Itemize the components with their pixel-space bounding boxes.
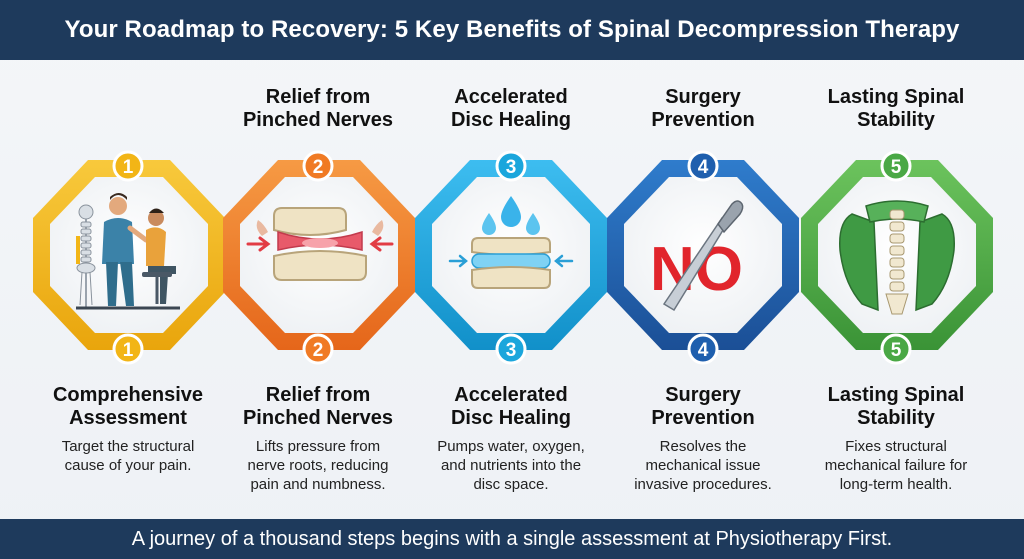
- step-number: 3: [506, 340, 517, 361]
- step-1-description: Target the structural cause of your pain…: [35, 437, 221, 475]
- desc-line: long-term health.: [839, 476, 953, 493]
- step-number: 5: [891, 157, 902, 178]
- desc-line: Resolves the: [659, 438, 747, 455]
- desc-line: Fixes structural: [845, 438, 947, 455]
- assessment-icon: [76, 193, 180, 310]
- step-5-bottom-badge: 5: [880, 333, 912, 365]
- step-3-description: Pumps water, oxygen, and nutrients into …: [418, 437, 604, 494]
- desc-line: and nutrients into the: [440, 457, 582, 474]
- title-line: Relief from: [265, 86, 371, 108]
- title-line: Stability: [857, 109, 935, 131]
- step-number: 4: [698, 157, 709, 178]
- step-3-title: Accelerated Disc Healing: [413, 384, 609, 430]
- step-4-top-badge: 4: [687, 150, 719, 182]
- title-line: Relief from: [265, 384, 371, 406]
- step-2-bottom-badge: 2: [302, 333, 334, 365]
- step-4-top-title: Surgery Prevention: [608, 86, 798, 132]
- step-2-description: Lifts pressure from nerve roots, reducin…: [225, 437, 411, 494]
- step-number: 1: [123, 157, 134, 178]
- step-1-octagon: [33, 160, 239, 350]
- title-line: Assessment: [69, 407, 187, 429]
- desc-line: nerve roots, reducing: [247, 457, 389, 474]
- step-4-bottom-badge: 4: [687, 333, 719, 365]
- title-line: Accelerated: [454, 86, 568, 108]
- title-line: Comprehensive: [52, 384, 204, 406]
- desc-line: disc space.: [473, 476, 549, 493]
- page-title: Your Roadmap to Recovery: 5 Key Benefits…: [64, 16, 960, 43]
- title-line: Surgery: [665, 384, 741, 406]
- step-3-top-title: Accelerated Disc Healing: [416, 86, 606, 132]
- title-line: Disc Healing: [450, 407, 572, 429]
- title-line: Lasting Spinal: [827, 86, 965, 108]
- step-number: 4: [698, 340, 709, 361]
- step-4-title: Surgery Prevention: [605, 384, 801, 430]
- step-2-title: Relief from Pinched Nerves: [220, 384, 416, 430]
- spine-muscles-icon: [839, 200, 955, 315]
- no-scalpel-icon: NO: [650, 200, 744, 312]
- desc-line: cause of your pain.: [64, 457, 192, 474]
- header-banner: Your Roadmap to Recovery: 5 Key Benefits…: [0, 0, 1024, 60]
- step-2-top-title: Relief from Pinched Nerves: [223, 86, 413, 132]
- title-line: Stability: [857, 407, 935, 429]
- step-1-title: Comprehensive Assessment: [30, 384, 226, 430]
- step-number: 1: [123, 340, 134, 361]
- desc-line: mechanical failure for: [824, 457, 968, 474]
- title-line: Prevention: [651, 407, 755, 429]
- step-3-top-badge: 3: [495, 150, 527, 182]
- title-line: Prevention: [651, 109, 755, 131]
- footer-tagline: A journey of a thousand steps begins wit…: [131, 527, 893, 550]
- title-line: Lasting Spinal: [827, 384, 965, 406]
- step-number: 2: [313, 340, 324, 361]
- step-5-top-title: Lasting Spinal Stability: [801, 86, 991, 132]
- step-3-bottom-badge: 3: [495, 333, 527, 365]
- desc-line: Lifts pressure from: [255, 438, 381, 455]
- desc-line: invasive procedures.: [634, 476, 772, 493]
- desc-line: pain and numbness.: [250, 476, 386, 493]
- step-2-top-badge: 2: [302, 150, 334, 182]
- title-line: Accelerated: [454, 384, 568, 406]
- step-5-top-badge: 5: [880, 150, 912, 182]
- step-5-title: Lasting Spinal Stability: [798, 384, 994, 430]
- step-5-description: Fixes structural mechanical failure for …: [803, 437, 989, 494]
- title-line: Pinched Nerves: [242, 109, 394, 131]
- title-line: Disc Healing: [450, 109, 572, 131]
- step-1-top-badge: 1: [112, 150, 144, 182]
- step-number: 5: [891, 340, 902, 361]
- title-line: Surgery: [665, 86, 741, 108]
- step-1-bottom-badge: 1: [112, 333, 144, 365]
- step-number: 3: [506, 157, 517, 178]
- step-number: 2: [313, 157, 324, 178]
- hydrated-disc-icon: [448, 196, 574, 289]
- footer-banner: A journey of a thousand steps begins wit…: [0, 519, 1024, 559]
- pinched-disc-icon: [246, 207, 394, 281]
- step-4-description: Resolves the mechanical issue invasive p…: [610, 437, 796, 494]
- desc-line: mechanical issue: [645, 457, 761, 474]
- desc-line: Target the structural: [61, 438, 195, 455]
- title-line: Pinched Nerves: [242, 407, 394, 429]
- desc-line: Pumps water, oxygen,: [437, 438, 585, 455]
